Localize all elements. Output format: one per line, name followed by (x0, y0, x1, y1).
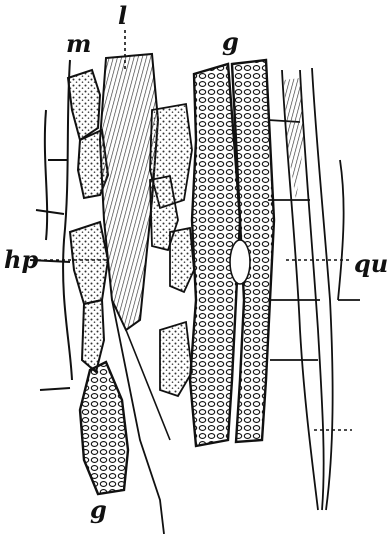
label-m: m (66, 32, 91, 56)
label-g-top: g (222, 30, 239, 54)
left-wall-lines (30, 60, 72, 390)
right-fibers (268, 68, 360, 510)
label-l: l (118, 4, 127, 28)
label-qu: qu (354, 252, 388, 276)
middle-parenchyma-cells (150, 104, 194, 396)
label-hp: hp (4, 248, 38, 272)
vessel-right (230, 60, 274, 442)
label-g-bottom: g (90, 498, 107, 522)
vessel-bottom (80, 362, 128, 494)
